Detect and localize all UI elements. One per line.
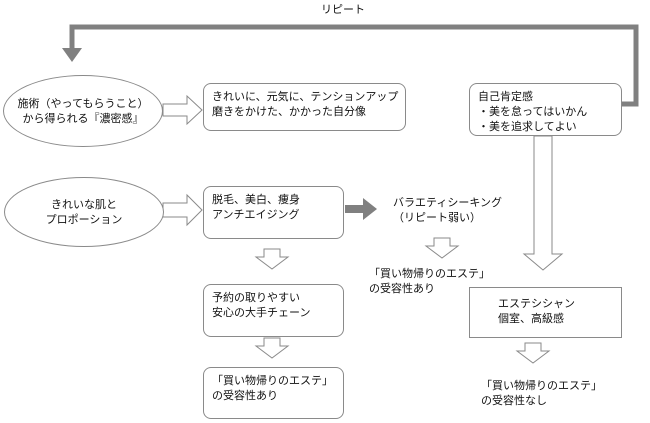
repeat-label: リピート [321, 3, 365, 16]
node-goal: きれいな肌と プロポーション [4, 177, 164, 247]
node-result-variety: 「買い物帰りのエステ」 の受容性あり [369, 267, 490, 295]
node-result-chain: 「買い物帰りのエステ」 の受容性あり [203, 367, 344, 419]
node-self-esteem: 自己肯定感 ・美を怠ってはいかん ・美を追求してよい [469, 83, 622, 136]
arrow-variety-down [424, 237, 460, 259]
node-chain: 予約の取りやすい 安心の大手チェーン [203, 284, 344, 337]
arrow-chain-down [254, 337, 290, 359]
node-services: 脱毛、美白、痩身 アンチエイジング [203, 186, 344, 239]
repeat-feedback-line [69, 24, 639, 107]
arrow-treatment-to-effect [162, 94, 203, 126]
arrow-services-to-variety [345, 198, 377, 220]
node-salon: エステシシャン 個室、高級感 [469, 287, 622, 338]
node-treatment: 施術（やってもらうこと） から得られる『濃密感』 [3, 75, 163, 147]
node-effect: きれいに、元気に、テンションアップ 磨きをかけた、かかった自分像 [203, 83, 406, 131]
node-variety: バラエティシーキング （リピート弱い） [393, 196, 503, 224]
repeat-arrowhead [62, 48, 82, 62]
arrow-goal-to-services [162, 193, 203, 227]
arrow-salon-down [515, 342, 551, 364]
arrow-services-down [254, 248, 290, 270]
node-result-salon: 「買い物帰りのエステ」 の受容性なし [481, 379, 602, 407]
arrow-selfesteem-down [522, 135, 564, 271]
